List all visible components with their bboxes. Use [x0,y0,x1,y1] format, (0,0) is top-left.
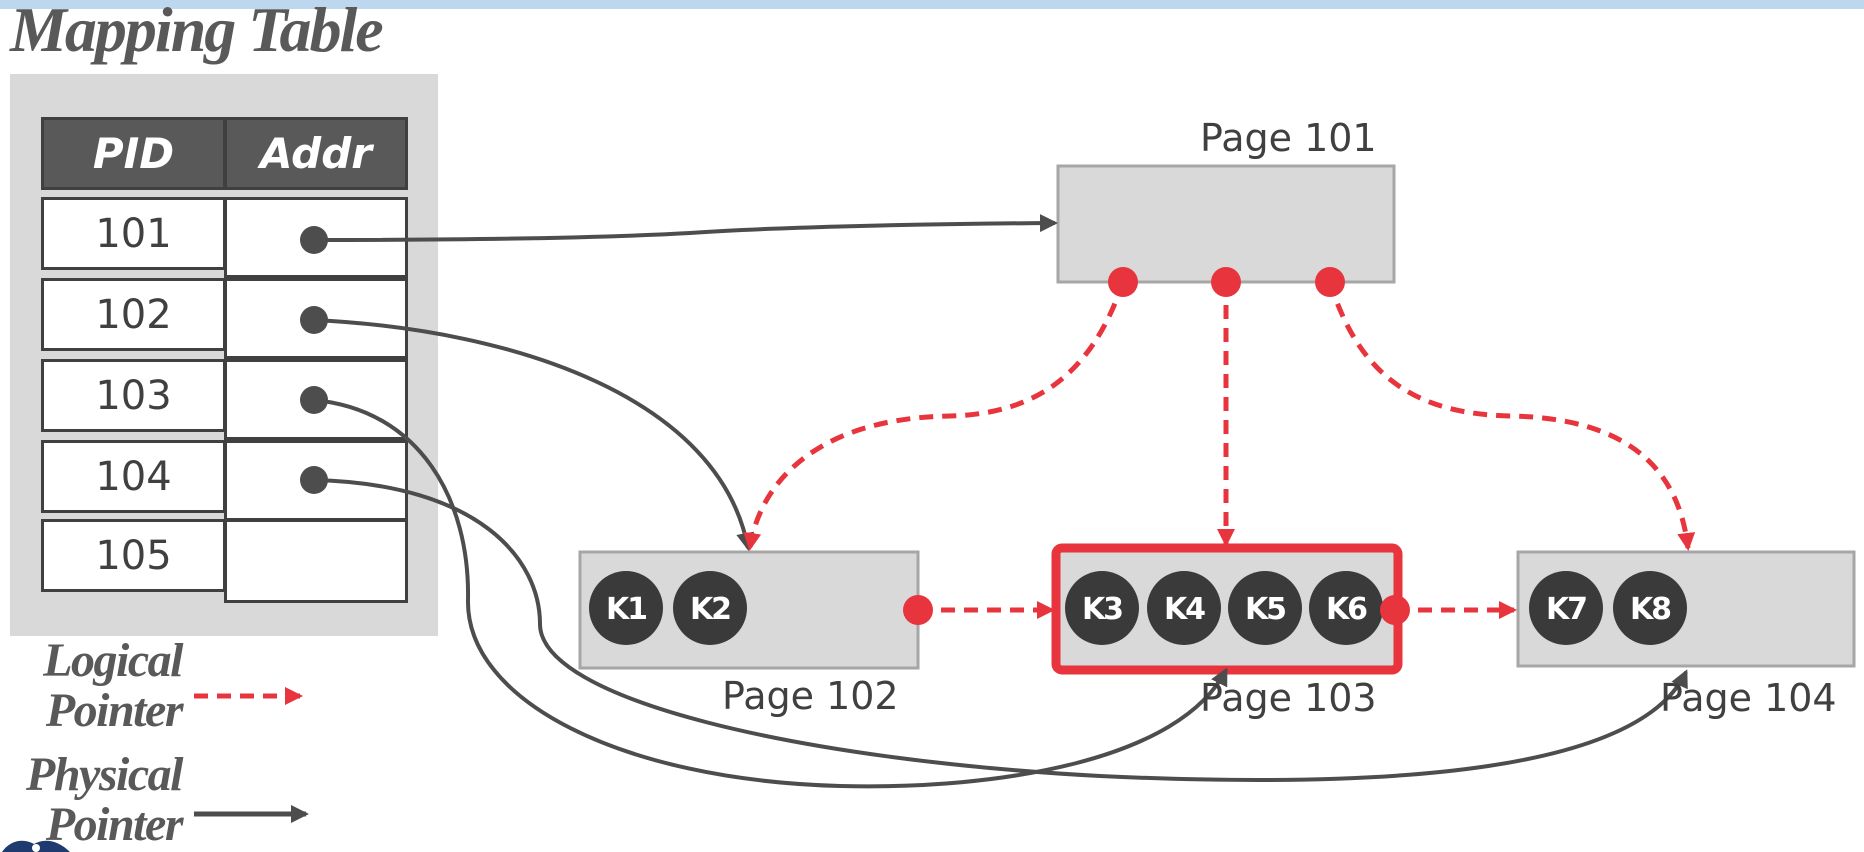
addr-cell-105 [224,519,408,603]
pid-cell-105: 105 [41,519,226,592]
page-101-label: Page 101 [1200,116,1377,160]
legend-logical-line2: Pointer [45,684,184,737]
legend-logical-line1: Logical [43,634,183,687]
page-101-ptr-dot-mid [1211,267,1241,297]
page-103-label: Page 103 [1200,676,1377,720]
page-102-ptr-dot [903,595,933,625]
header-addr: Addr [224,117,408,190]
header-pid: PID [41,117,226,190]
key-k7-circle [1529,571,1603,645]
legend-logical-label: Logical Pointer [14,634,184,737]
page-101-ptr-dot-left [1108,267,1138,297]
addr-cell-103 [224,359,408,440]
key-k8-label: K8 [1630,592,1671,627]
addr-dot-103 [300,386,328,414]
key-k3-label: K3 [1082,592,1122,627]
key-k5-label: K5 [1245,592,1285,627]
addr-dot-102 [300,306,328,334]
key-k4-circle [1147,571,1221,645]
addr-dot-104 [300,466,328,494]
legend-physical-line2: Pointer [45,798,184,851]
page-102-keys: K1 K2 [589,571,747,645]
key-k7-label: K7 [1546,592,1586,627]
physical-pointer-102 [313,318,755,551]
page-101-ptr-dot-right [1315,267,1345,297]
addr-dot-101 [300,226,328,254]
page-103-ptr-dot [1380,595,1410,625]
page-104-keys: K7 K8 [1529,571,1687,645]
slide-title: Mapping Table [10,0,384,65]
logical-pointer-101-to-102 [743,281,1126,551]
key-k2-circle [673,571,747,645]
addr-cell-101 [224,197,408,278]
page-102-label: Page 102 [722,674,899,718]
physical-pointer-103 [313,398,1228,789]
physical-pointer-104 [313,478,1688,782]
legend-physical-label: Physical Pointer [0,748,184,851]
physical-pointer-101 [313,214,1058,242]
pid-cell-103: 103 [41,359,226,432]
page-103-keys: K3 K4 K5 K6 [1065,571,1383,645]
key-k5-circle [1228,571,1302,645]
logical-pointer-101-to-104 [1327,281,1696,551]
university-logo [2,840,70,852]
key-k8-circle [1613,571,1687,645]
legend-physical-line1: Physical [26,748,183,801]
key-k6-label: K6 [1326,592,1367,627]
key-k2-label: K2 [690,592,730,627]
key-k3-circle [1065,571,1139,645]
top-rule [0,0,1864,9]
pid-cell-102: 102 [41,278,226,351]
pid-cell-104: 104 [41,440,226,513]
key-k6-circle [1309,571,1383,645]
page-101-box [1056,164,1396,284]
page-104-label: Page 104 [1660,676,1837,720]
addr-cell-102 [224,278,408,359]
key-k1-circle [589,571,663,645]
key-k1-label: K1 [606,592,646,627]
key-k4-label: K4 [1164,592,1205,627]
